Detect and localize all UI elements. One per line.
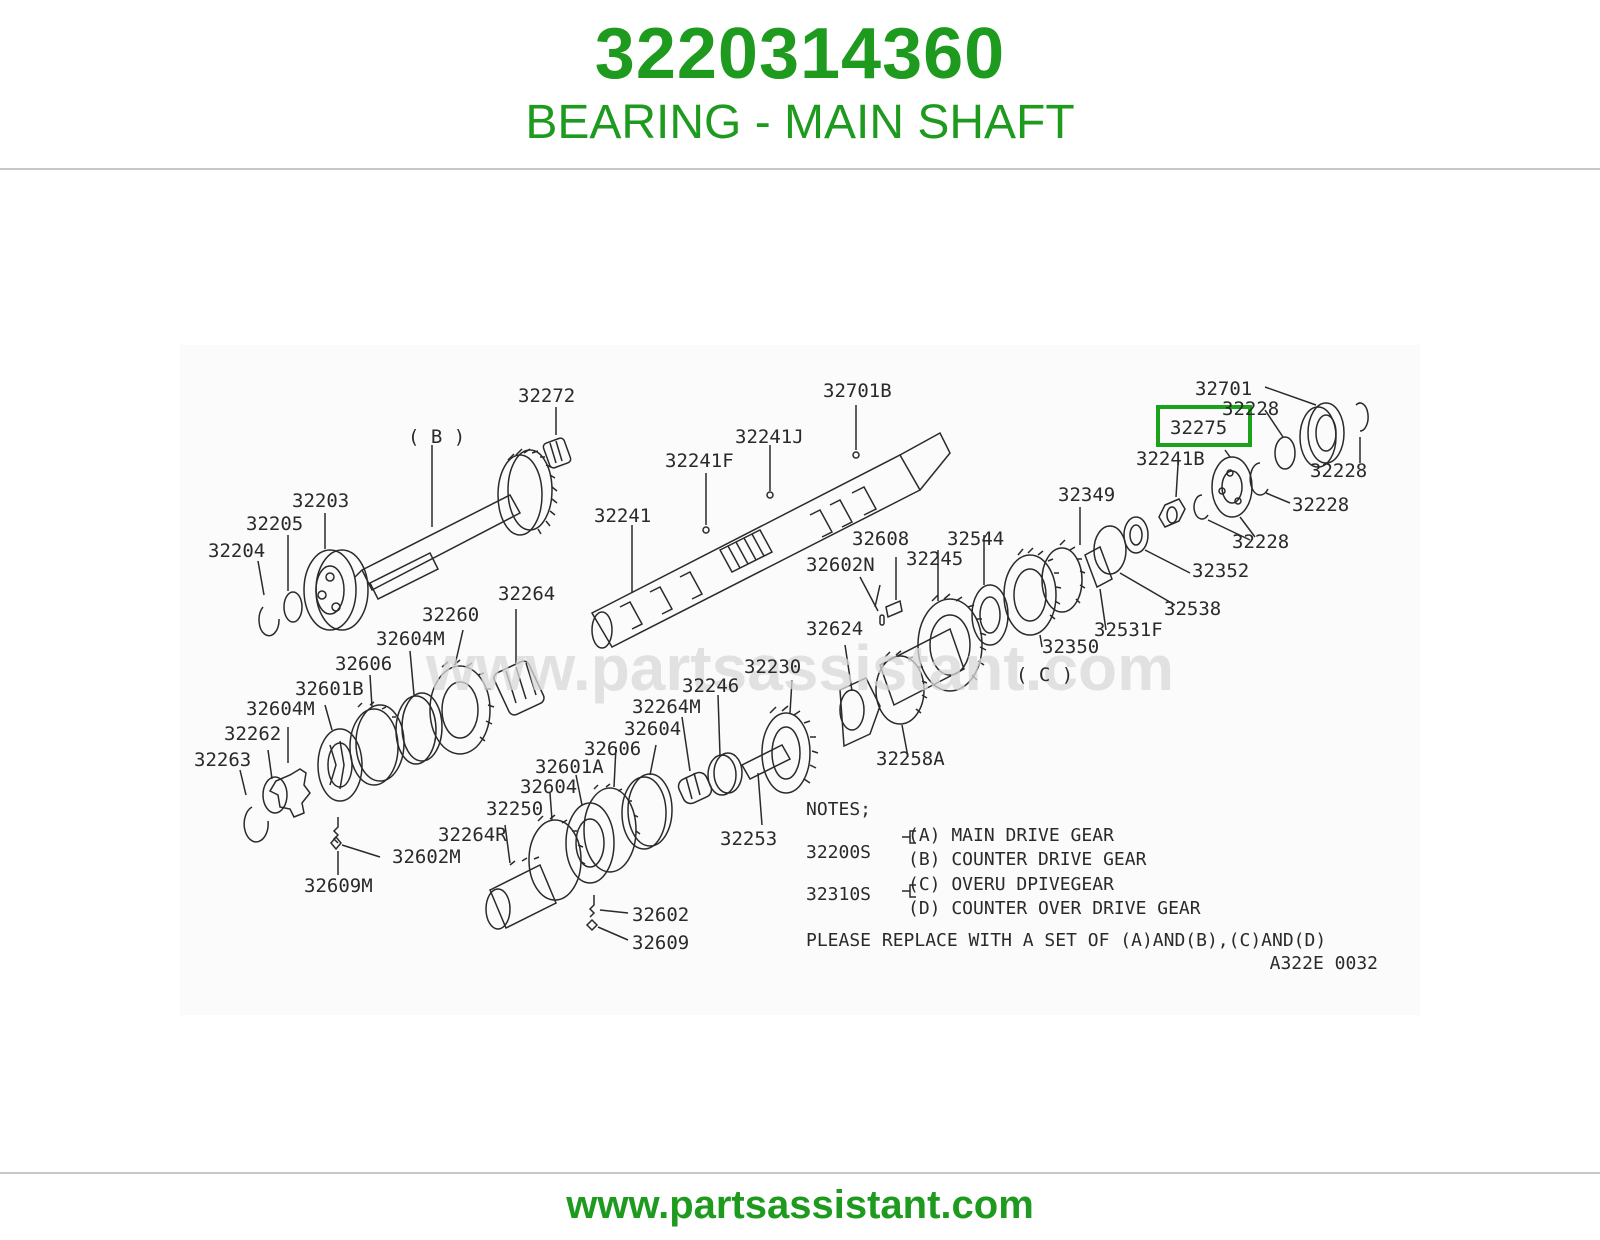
part-label[interactable]: 32264 <box>498 583 555 605</box>
part-label[interactable]: 32601B <box>295 678 364 700</box>
first-second-synchro-group <box>239 609 545 875</box>
part-description: BEARING - MAIN SHAFT <box>525 96 1075 149</box>
footer-divider <box>0 1172 1600 1174</box>
diagram-drawing <box>239 386 1369 941</box>
part-label[interactable]: 32602N <box>806 554 875 576</box>
part-label[interactable]: 32606 <box>335 653 392 675</box>
part-label[interactable]: 32606 <box>584 738 641 760</box>
part-label[interactable]: 32228 <box>1292 494 1349 516</box>
part-label[interactable]: 32624 <box>806 618 863 640</box>
part-label[interactable]: 32204 <box>208 540 265 562</box>
part-label[interactable]: 32538 <box>1164 598 1221 620</box>
part-label[interactable]: 32350 <box>1042 636 1099 658</box>
header-divider <box>0 168 1600 170</box>
highlight-box-32275 <box>1156 405 1252 447</box>
part-label[interactable]: 32602M <box>392 846 461 868</box>
part-label[interactable]: 32262 <box>224 723 281 745</box>
part-label[interactable]: 32604M <box>376 628 445 650</box>
part-label[interactable]: 32264R <box>438 824 507 846</box>
main-shaft-bearing-stack <box>1079 386 1369 631</box>
part-label[interactable]: 32544 <box>947 528 1004 550</box>
part-labels: 32272 ( B ) 32203 32205 32204 32701B 322… <box>194 378 1367 954</box>
part-label[interactable]: 32609M <box>304 875 373 897</box>
page-header: 3220314360 BEARING - MAIN SHAFT <box>0 0 1600 168</box>
bearing-32203-group <box>257 513 369 637</box>
part-label[interactable]: 32604 <box>520 776 577 798</box>
part-label[interactable]: 32253 <box>720 828 777 850</box>
notes-line-b: (B) COUNTER DRIVE GEAR <box>908 849 1147 870</box>
diagram-notes: NOTES; 32200S (A) MAIN DRIVE GEAR (B) CO… <box>806 799 1378 974</box>
part-label[interactable]: 32601A <box>535 756 604 778</box>
part-label[interactable]: 32264M <box>632 696 701 718</box>
part-label[interactable]: 32230 <box>744 656 801 678</box>
notes-line-d: (D) COUNTER OVER DRIVE GEAR <box>908 898 1201 919</box>
part-label[interactable]: 32604 <box>624 718 681 740</box>
part-label[interactable]: 32272 <box>518 385 575 407</box>
part-label[interactable]: 32241 <box>594 505 651 527</box>
footer-website-link[interactable]: www.partsassistant.com <box>566 1183 1034 1227</box>
part-label-highlighted[interactable]: 32275 <box>1170 417 1227 439</box>
notes-replace: PLEASE REPLACE WITH A SET OF (A)AND(B),(… <box>806 930 1326 951</box>
part-label[interactable]: 32604M <box>246 698 315 720</box>
part-label[interactable]: 32228 <box>1232 531 1289 553</box>
part-label[interactable]: 32260 <box>422 604 479 626</box>
part-label[interactable]: 32245 <box>906 548 963 570</box>
notes-set-c: 32310S <box>806 884 871 905</box>
part-label[interactable]: 32608 <box>852 528 909 550</box>
overdrive-gear-assembly <box>839 535 1086 758</box>
notes-set-a: 32200S <box>806 842 871 863</box>
part-label[interactable]: 32263 <box>194 749 251 771</box>
counter-gear-group <box>485 679 819 941</box>
part-label[interactable]: 32609 <box>632 932 689 954</box>
group-label: ( C ) <box>1016 664 1073 686</box>
main-shaft <box>590 405 951 649</box>
part-number-title: 3220314360 <box>594 14 1006 94</box>
part-label[interactable]: 32241F <box>665 450 734 472</box>
part-label[interactable]: 32701B <box>823 380 892 402</box>
notes-line-a: (A) MAIN DRIVE GEAR <box>908 825 1114 846</box>
notes-brackets <box>902 830 916 898</box>
notes-line-c: (C) OVERU DPIVEGEAR <box>908 874 1114 895</box>
part-label[interactable]: 32228 <box>1310 460 1367 482</box>
exploded-parts-diagram: www.partsassistant.com 32272 ( B ) 32203… <box>180 345 1420 1015</box>
part-label[interactable]: 32205 <box>246 513 303 535</box>
watermark-text: www.partsassistant.com <box>425 632 1174 704</box>
part-label[interactable]: 32352 <box>1192 560 1249 582</box>
part-label[interactable]: 32241B <box>1136 448 1205 470</box>
needle-bearing-32272 <box>542 407 572 469</box>
group-label: ( B ) <box>408 426 465 448</box>
part-label[interactable]: 32258A <box>876 748 945 770</box>
diagram-canvas: www.partsassistant.com 32272 ( B ) 32203… <box>194 378 1378 974</box>
notes-ref: A322E 0032 <box>1270 953 1378 974</box>
counter-drive-shaft <box>354 445 558 601</box>
notes-title: NOTES; <box>806 799 871 820</box>
part-label[interactable]: 32241J <box>735 426 804 448</box>
part-label[interactable]: 32701 <box>1195 378 1252 400</box>
part-label[interactable]: 32349 <box>1058 484 1115 506</box>
part-label[interactable]: 32246 <box>682 675 739 697</box>
part-label[interactable]: 32602 <box>632 904 689 926</box>
part-label[interactable]: 32228 <box>1222 398 1279 420</box>
part-label[interactable]: 32203 <box>292 490 349 512</box>
part-label[interactable]: 32250 <box>486 798 543 820</box>
part-label[interactable]: 32531F <box>1094 619 1163 641</box>
